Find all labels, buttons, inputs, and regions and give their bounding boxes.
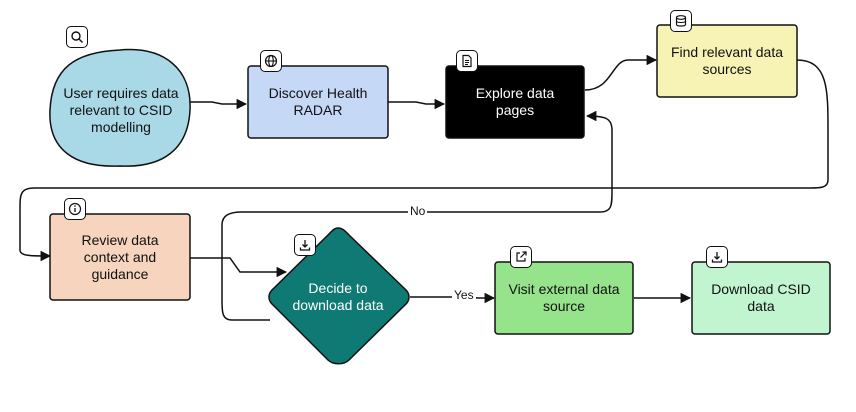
edge-decide-no-to-explore — [221, 110, 613, 321]
node-download-shape — [691, 261, 831, 335]
edge-explore-to-find — [584, 54, 658, 91]
edge-review-to-decide — [190, 257, 288, 278]
node-discover-shape — [247, 65, 389, 139]
node-review-shape — [49, 213, 191, 301]
node-visit-shape — [494, 261, 634, 335]
node-explore-shape — [445, 65, 585, 139]
node-decide-shape — [268, 227, 410, 365]
info-icon — [64, 198, 86, 220]
edge-discover-to-explore — [388, 98, 446, 110]
node-user-requires-shape — [49, 48, 191, 167]
download-icon — [294, 234, 316, 256]
node-find-shape — [656, 24, 798, 98]
search-icon — [66, 26, 88, 48]
database-icon — [670, 10, 692, 32]
download-icon — [706, 246, 728, 268]
edge-no-label: No — [408, 204, 428, 218]
globe-icon — [260, 50, 282, 72]
edge-user-to-discover — [190, 98, 248, 110]
edge-yes-label: Yes — [452, 288, 476, 302]
external-link-icon — [510, 246, 532, 268]
edge-find-to-review — [19, 59, 829, 262]
document-icon — [456, 50, 478, 72]
